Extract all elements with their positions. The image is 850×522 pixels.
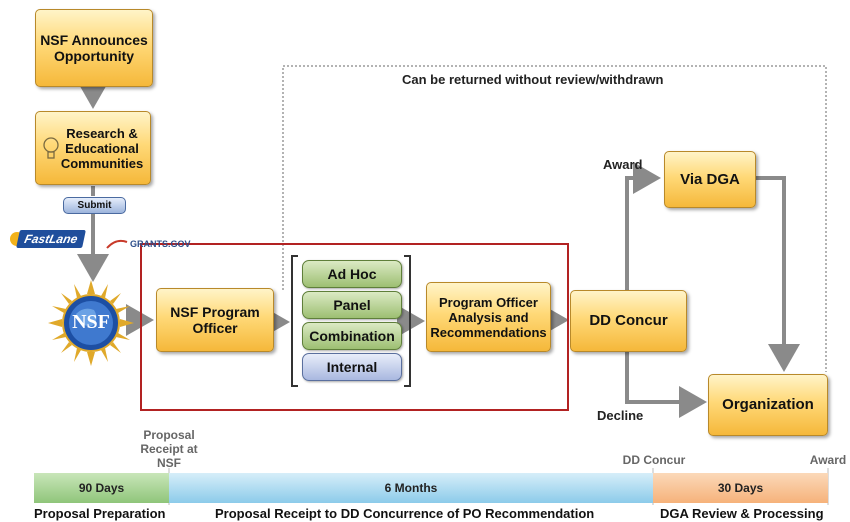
lightbulb-icon (43, 137, 59, 159)
timeline-segment-review: 6 Months (169, 473, 653, 503)
review-ad-hoc: Ad Hoc (302, 260, 402, 288)
review-combination-label: Combination (309, 328, 395, 344)
organization-node: Organization (708, 374, 828, 436)
review-internal-label: Internal (326, 359, 378, 375)
timeline-segment-dga: 30 Days (653, 473, 828, 503)
program-officer-node: NSF Program Officer (156, 288, 274, 352)
nsf-seal-text: NSF (72, 311, 110, 333)
fastlane-text: FastLane (23, 232, 79, 246)
decline-label: Decline (597, 408, 644, 423)
grants-gov-text: GRANTS.GOV (130, 239, 191, 249)
submit-button[interactable]: Submit (63, 197, 126, 214)
grants-gov-logo: GRANTS.GOV (106, 236, 210, 256)
highlight-frame (140, 243, 569, 411)
returned-note: Can be returned without review/withdrawn (402, 72, 664, 87)
review-panel-label: Panel (333, 297, 371, 313)
timeline-caption-dga: DGA Review & Processing (660, 506, 824, 521)
arrow-dga-to-organization (754, 176, 800, 372)
organization-label: Organization (722, 396, 814, 413)
via-dga-node: Via DGA (664, 151, 756, 208)
program-officer-label: NSF Program Officer (170, 304, 260, 336)
via-dga-label: Via DGA (680, 170, 740, 188)
award-marker: Award (809, 453, 847, 467)
review-ad-hoc-label: Ad Hoc (327, 266, 377, 282)
arrow-dd-to-dga (625, 162, 661, 290)
po-analysis-node: Program Officer Analysis and Recommendat… (426, 282, 551, 352)
timeline-caption-preparation: Proposal Preparation (34, 506, 166, 521)
grants-swoosh-icon (106, 239, 128, 249)
review-bracket-left (291, 255, 298, 387)
nsf-announces-node: NSF Announces Opportunity (35, 9, 153, 87)
research-communities-node: Research & Educational Communities (35, 111, 151, 185)
review-bracket-right (404, 255, 411, 387)
dd-concur-label: DD Concur (589, 312, 668, 329)
timeline-duration-dga: 30 Days (717, 481, 764, 495)
po-analysis-label: Program Officer Analysis and Recommendat… (430, 294, 547, 340)
dd-concur-node: DD Concur (570, 290, 687, 352)
review-panel: Panel (302, 291, 402, 319)
review-combination: Combination (302, 322, 402, 350)
fastlane-logo: FastLane (10, 230, 88, 260)
nsf-seal: NSF (48, 280, 134, 366)
nsf-announces-label: NSF Announces Opportunity (40, 32, 148, 64)
review-internal: Internal (302, 353, 402, 381)
timeline-duration-preparation: 90 Days (78, 481, 125, 495)
research-communities-label: Research & Educational Communities (60, 125, 144, 171)
arrow-dd-to-organization (625, 351, 707, 418)
award-label: Award (603, 157, 643, 172)
nsf-seal-icon (48, 280, 134, 366)
timeline-segment-preparation: 90 Days (34, 473, 169, 503)
timeline-duration-review: 6 Months (384, 481, 438, 495)
return-loop-line (282, 65, 827, 372)
dd-concur-marker: DD Concur (622, 453, 686, 467)
timeline-caption-review: Proposal Receipt to DD Concurrence of PO… (215, 506, 595, 521)
fastlane-badge: FastLane (16, 230, 86, 248)
proposal-receipt-marker: Proposal Receipt at NSF (140, 428, 198, 470)
submit-label: Submit (77, 200, 112, 211)
